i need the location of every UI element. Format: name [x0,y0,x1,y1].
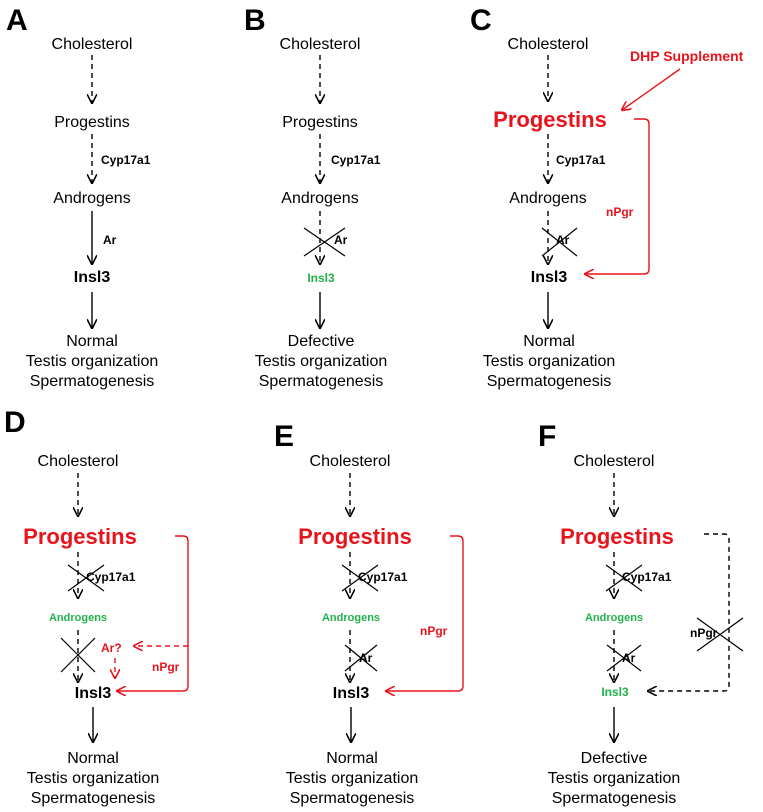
panel-c: C Cholesterol DHP Supplement Progestins … [470,4,744,390]
outcome-spermatogenesis: Spermatogenesis [487,373,612,390]
cyp17a1-label: Cyp17a1 [331,153,381,167]
androgens-label: Androgens [509,190,586,207]
outcome-testis: Testis organization [26,353,159,370]
cholesterol-label: Cholesterol [508,36,589,53]
block-cross-icon [303,227,346,257]
panel-letter-b: B [244,4,266,37]
npgr-label: nPgr [152,660,180,674]
block-cross-icon [605,564,643,592]
progestins-label: Progestins [298,524,412,549]
ar-label: Ar [103,233,117,247]
outcome-status: Normal [326,750,378,767]
outcome-testis: Testis organization [548,770,681,787]
panel-d: D Cholesterol Progestins Cyp17a1 Androge… [4,406,189,807]
panel-letter-e: E [274,420,294,453]
block-cross-icon [541,227,578,257]
npgr-bypass-arrow [117,535,189,691]
block-cross-icon [696,617,744,652]
npgr-bypass-arrow [585,118,650,274]
progestins-label: Progestins [493,107,607,132]
panel-letter-c: C [470,4,492,37]
block-cross-icon [60,637,96,673]
insl3-label: Insl3 [333,685,370,702]
outcome-spermatogenesis: Spermatogenesis [31,790,156,807]
outcome-spermatogenesis: Spermatogenesis [552,790,677,807]
cholesterol-label: Cholesterol [52,36,133,53]
npgr-label: nPgr [606,205,634,219]
panel-a: A Cholesterol Progestins Cyp17a1 Androge… [6,4,158,390]
panel-b: B Cholesterol Progestins Cyp17a1 Androge… [244,4,387,390]
cyp17a1-label: Cyp17a1 [622,570,672,584]
cyp17a1-label: Cyp17a1 [101,153,151,167]
cholesterol-label: Cholesterol [280,36,361,53]
progestins-label: Progestins [282,114,358,131]
cholesterol-label: Cholesterol [38,453,119,470]
outcome-status: Defective [288,333,355,350]
insl3-label: Insl3 [307,271,335,285]
androgens-label: Androgens [281,190,358,207]
insl3-label: Insl3 [75,685,112,702]
npgr-label: nPgr [690,626,718,640]
dhp-supplement-label: DHP Supplement [630,48,744,64]
cholesterol-label: Cholesterol [574,453,655,470]
outcome-status: Normal [67,750,119,767]
androgens-label: Androgens [585,612,643,624]
insl3-label: Insl3 [74,269,111,286]
ar-label: Ar [622,651,636,665]
cyp17a1-label: Cyp17a1 [556,153,606,167]
panel-letter-f: F [538,420,556,453]
ar-label: Ar [334,233,348,247]
block-cross-icon [341,564,379,592]
insl3-label: Insl3 [531,269,568,286]
outcome-spermatogenesis: Spermatogenesis [30,373,155,390]
ar-label: Ar [359,651,373,665]
outcome-status: Normal [523,333,575,350]
block-cross-icon [606,644,642,672]
npgr-label: nPgr [420,624,448,638]
outcome-spermatogenesis: Spermatogenesis [259,373,384,390]
progestins-label: Progestins [560,524,674,549]
cyp17a1-label: Cyp17a1 [86,570,136,584]
ar-question-label: Ar? [101,641,122,655]
outcome-testis: Testis organization [286,770,419,787]
panel-letter-d: D [4,406,26,439]
cholesterol-label: Cholesterol [310,453,391,470]
androgens-label: Androgens [322,612,380,624]
outcome-testis: Testis organization [483,353,616,370]
panel-f: F Cholesterol Progestins Cyp17a1 Androge… [538,420,744,807]
insl3-label: Insl3 [601,685,629,699]
npgr-bypass-dashed-arrow [648,533,730,691]
outcome-spermatogenesis: Spermatogenesis [290,790,415,807]
block-cross-icon [344,644,378,672]
androgens-label: Androgens [49,612,107,624]
block-cross-icon [67,564,105,592]
progestins-label: Progestins [23,524,137,549]
panel-letter-a: A [6,4,28,37]
outcome-status: Defective [581,750,648,767]
progestins-label: Progestins [54,114,130,131]
panel-e: E Cholesterol Progestins Cyp17a1 Androge… [274,420,464,807]
outcome-testis: Testis organization [27,770,160,787]
cyp17a1-label: Cyp17a1 [358,570,408,584]
outcome-status: Normal [66,333,118,350]
supplement-arrow [622,68,681,110]
androgens-label: Androgens [53,190,130,207]
npgr-bypass-arrow [386,535,464,691]
outcome-testis: Testis organization [255,353,388,370]
